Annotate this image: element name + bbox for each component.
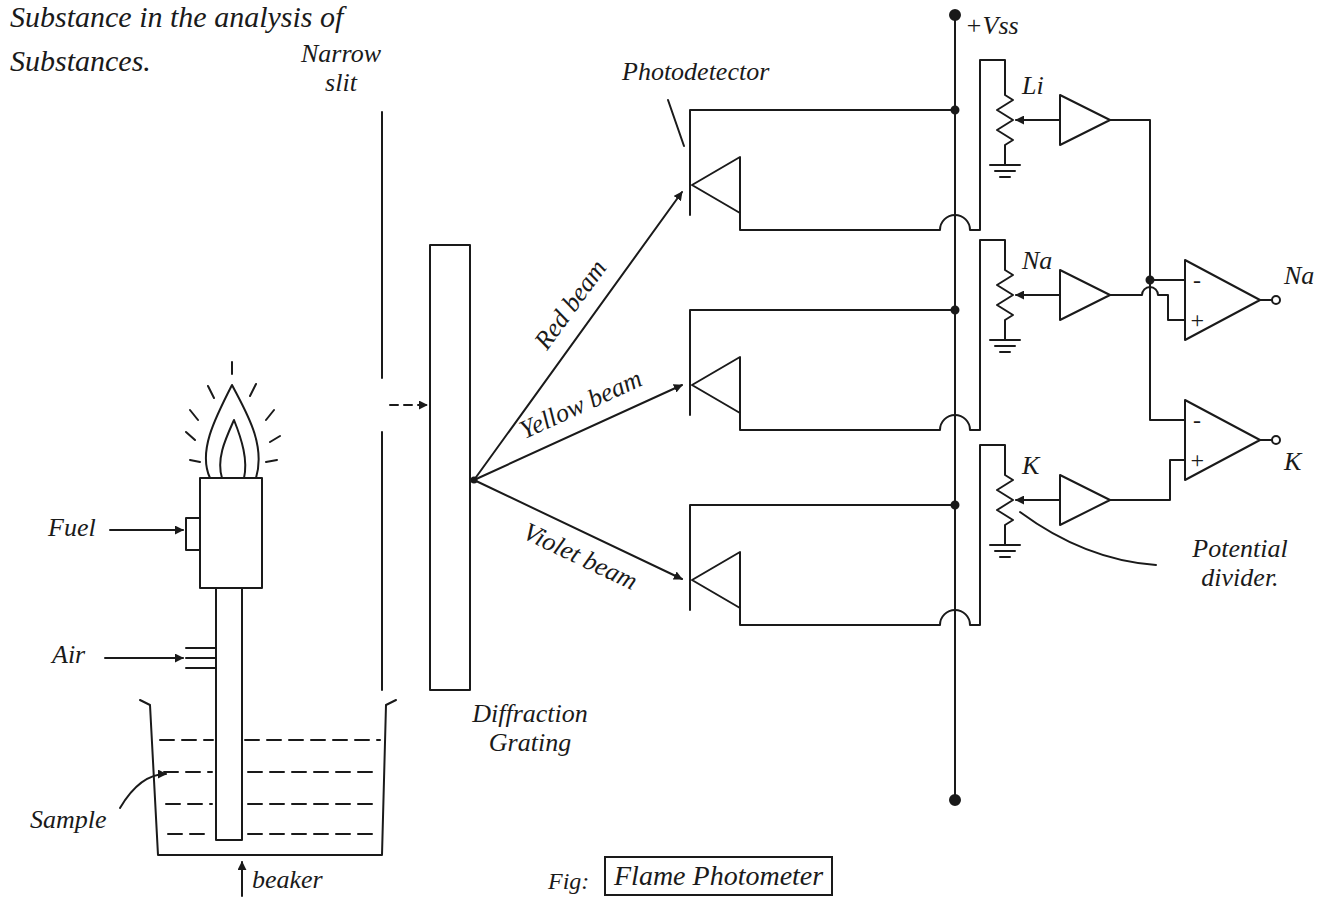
- ground-symbol: [990, 340, 1020, 352]
- signal-name: Li: [1022, 72, 1044, 101]
- diffraction-grating: [430, 245, 470, 690]
- supply-rail: [954, 15, 956, 800]
- output-terminal: [1272, 296, 1280, 304]
- figure-caption: Flame Photometer: [604, 856, 833, 896]
- burner-body: [200, 478, 262, 588]
- slit-label: Narrow slit: [296, 40, 386, 97]
- wire: [740, 60, 1005, 230]
- supply-label: +Vss: [965, 12, 1019, 41]
- output-lead: [1260, 300, 1272, 440]
- inlet-label: Fuel: [48, 514, 96, 543]
- pin-sign: -: [1193, 407, 1201, 433]
- wire: [1110, 460, 1185, 500]
- wiper-arrow: [1016, 119, 1060, 121]
- part-label: beaker: [252, 866, 323, 895]
- rail-terminal: [950, 795, 960, 805]
- wiper-arrow: [1016, 499, 1060, 501]
- wire: [690, 110, 955, 155]
- potentiometer: [997, 265, 1013, 340]
- ground-symbol: [990, 165, 1020, 177]
- pin-sign: +: [1189, 307, 1205, 333]
- beaker-arrow: [241, 862, 243, 896]
- photodetector-leader: [668, 100, 684, 146]
- buffer-amplifier: [1060, 475, 1110, 525]
- part-label: Diffraction Grating: [440, 700, 620, 757]
- air-inlet: [186, 648, 216, 668]
- wire: [1110, 287, 1185, 320]
- wire: [740, 445, 1005, 625]
- fuel-inlet: [186, 518, 200, 550]
- figure-prefix: Fig:: [548, 868, 589, 894]
- part-label: Potential divider.: [1160, 535, 1320, 592]
- photodiode: [690, 550, 740, 610]
- beam-label: Violet beam: [518, 518, 641, 597]
- photodiode: [690, 155, 740, 215]
- wiper-arrow: [1016, 294, 1060, 296]
- potentiometer: [997, 470, 1013, 545]
- potential-divider-leader: [1020, 512, 1156, 565]
- rail-terminal: [950, 10, 960, 20]
- beam-label: Yellow beam: [515, 365, 646, 446]
- junction-dot: [1147, 277, 1154, 284]
- heading-text: Substance in the analysis of: [10, 0, 343, 33]
- fuel-arrow: [110, 529, 183, 531]
- photodiode: [690, 355, 740, 415]
- part-label: Photodetector: [622, 58, 769, 87]
- beaker: [140, 700, 396, 855]
- signal-name: Na: [1022, 247, 1052, 276]
- wire: [740, 240, 1005, 430]
- narrow-slit: [381, 112, 383, 690]
- sample-liquid: [160, 740, 380, 834]
- inner-flame: [220, 420, 245, 478]
- ground-symbol: [990, 545, 1020, 557]
- wire: [1110, 120, 1185, 420]
- part-label: Sample: [30, 806, 107, 835]
- sample-arrow: [120, 774, 166, 808]
- air-arrow: [105, 657, 183, 659]
- wire: [690, 505, 955, 550]
- beam-label: Red beam: [529, 254, 613, 354]
- output-name: Na: [1284, 262, 1314, 291]
- potentiometer: [997, 90, 1013, 165]
- signal-name: K: [1022, 452, 1039, 481]
- pin-sign: +: [1189, 447, 1205, 473]
- buffer-amplifier: [1060, 95, 1110, 145]
- output-terminal: [1272, 436, 1280, 444]
- flame-rays: [186, 362, 280, 462]
- pin-sign: -: [1193, 267, 1201, 293]
- heading-text: Substances.: [10, 44, 151, 77]
- capillary-tube: [216, 588, 242, 840]
- inlet-label: Air: [52, 641, 85, 670]
- red-beam: [474, 192, 682, 480]
- light-path: [390, 404, 427, 406]
- output-name: K: [1284, 448, 1301, 477]
- wire: [690, 310, 955, 355]
- buffer-amplifier: [1060, 270, 1110, 320]
- comparator: [1185, 400, 1260, 480]
- comparator: [1185, 260, 1260, 340]
